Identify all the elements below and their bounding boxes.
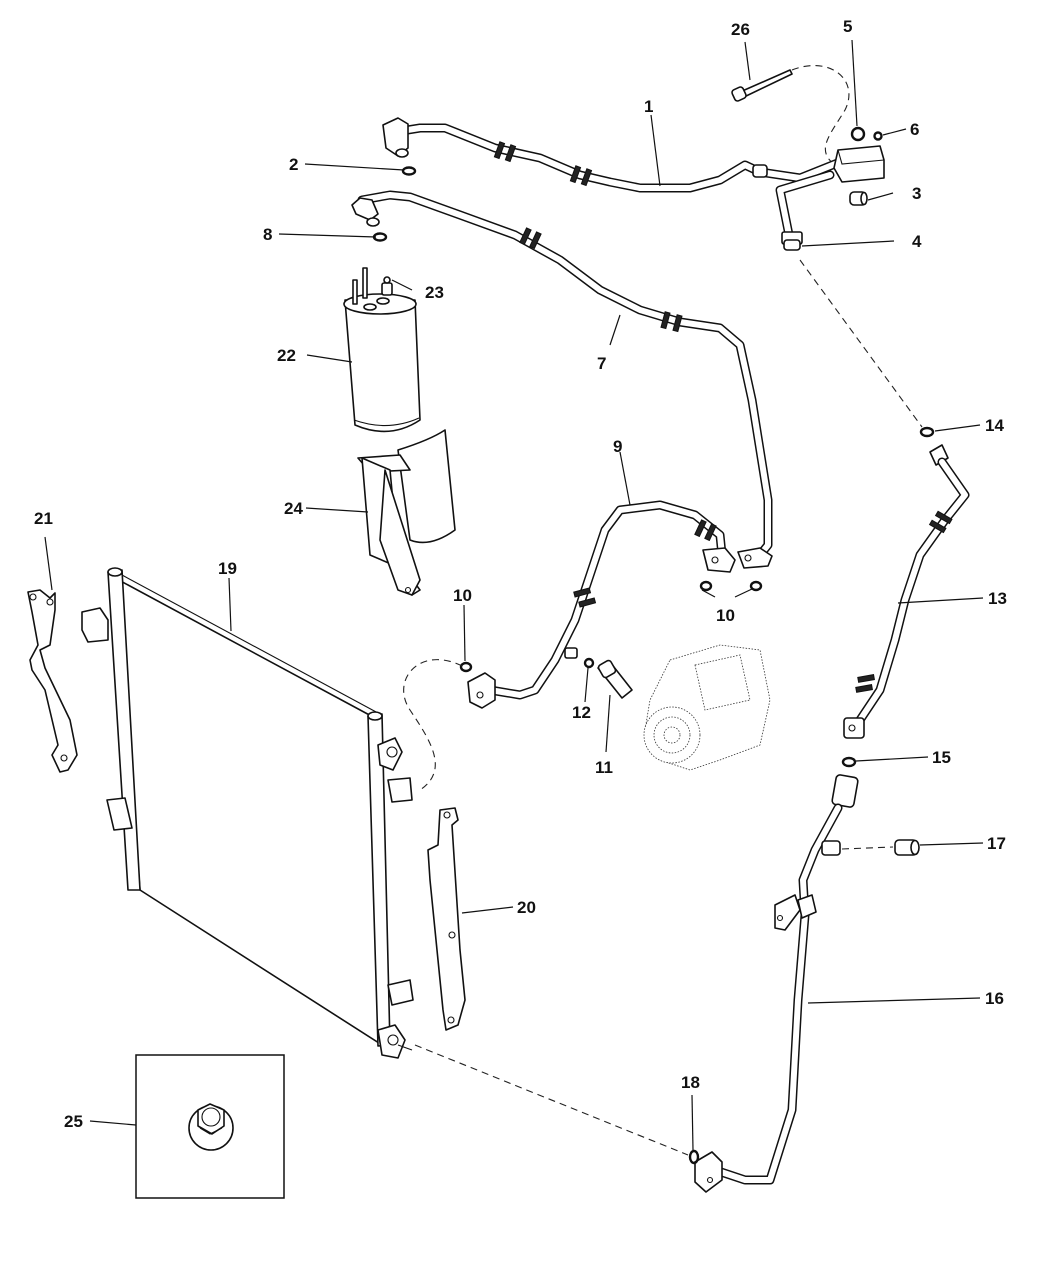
callout-9: 9: [613, 437, 622, 456]
callout-24: 24: [284, 499, 303, 518]
compressor-reference: [643, 644, 771, 771]
callout-10: 10: [453, 586, 472, 605]
line-part-7[interactable]: [351, 190, 773, 569]
callout-3: 3: [912, 184, 921, 203]
bolt-part-26[interactable]: [731, 69, 793, 102]
callout-20: 20: [517, 898, 536, 917]
line-part-9[interactable]: [467, 500, 736, 709]
callout-6: 6: [910, 120, 919, 139]
cap-part-17[interactable]: [894, 839, 920, 856]
o-ring-part-14[interactable]: [919, 426, 935, 438]
callout-2: 2: [289, 155, 298, 174]
callout-8: 8: [263, 225, 272, 244]
callout-23: 23: [425, 283, 444, 302]
callout-labels: 1 2 3 4 5 6 7 8 9 10 10 11 12 13 14 15 1…: [34, 17, 1007, 1131]
line-part-16[interactable]: [694, 774, 859, 1193]
valve-part-23[interactable]: [381, 276, 393, 296]
callout-11: 11: [595, 758, 613, 777]
callout-12: 12: [572, 703, 591, 722]
callout-16: 16: [985, 989, 1004, 1008]
nut-part-25[interactable]: [188, 1103, 234, 1151]
leader-lines: [44, 39, 984, 1151]
dashed-connector-4-14: [799, 259, 923, 428]
callout-7: 7: [597, 354, 606, 373]
callout-5: 5: [843, 17, 852, 36]
bracket-part-21[interactable]: [27, 589, 78, 773]
callout-18: 18: [681, 1073, 700, 1092]
line-part-1[interactable]: [382, 117, 885, 245]
o-ring-part-2[interactable]: [401, 166, 417, 176]
fitting-part-4[interactable]: [781, 231, 803, 251]
line-part-13[interactable]: [843, 444, 970, 739]
o-ring-part-10-a[interactable]: [459, 661, 473, 673]
o-ring-part-18[interactable]: [688, 1149, 700, 1165]
bracket-part-20[interactable]: [427, 807, 466, 1031]
callout-17: 17: [987, 834, 1006, 853]
callout-1: 1: [644, 97, 653, 116]
o-ring-part-15[interactable]: [841, 756, 857, 768]
callout-4: 4: [912, 232, 922, 251]
dashed-connector-26: [791, 65, 850, 166]
dashed-connector-17: [841, 846, 894, 850]
callout-25: 25: [64, 1112, 83, 1131]
o-ring-part-5[interactable]: [850, 126, 866, 142]
o-ring-part-10-b[interactable]: [699, 580, 713, 592]
callout-14: 14: [985, 416, 1004, 435]
dashed-connector-19-18: [414, 1044, 689, 1156]
o-ring-part-10-c[interactable]: [749, 580, 763, 592]
callout-10-b: 10: [716, 606, 735, 625]
o-ring-part-6[interactable]: [873, 131, 883, 141]
callout-15: 15: [932, 748, 951, 767]
dashed-connector-10: [403, 659, 463, 791]
bracket-part-24[interactable]: [357, 429, 456, 596]
pressure-switch-part-11[interactable]: [597, 659, 633, 699]
condenser-part-19[interactable]: [81, 567, 414, 1059]
receiver-drier-part-22[interactable]: [343, 267, 421, 433]
callout-21: 21: [34, 509, 53, 528]
callout-13: 13: [988, 589, 1007, 608]
callout-22: 22: [277, 346, 296, 365]
o-ring-part-12[interactable]: [583, 657, 595, 669]
cap-part-3[interactable]: [849, 191, 868, 206]
callout-26: 26: [731, 20, 750, 39]
callout-19: 19: [218, 559, 237, 578]
